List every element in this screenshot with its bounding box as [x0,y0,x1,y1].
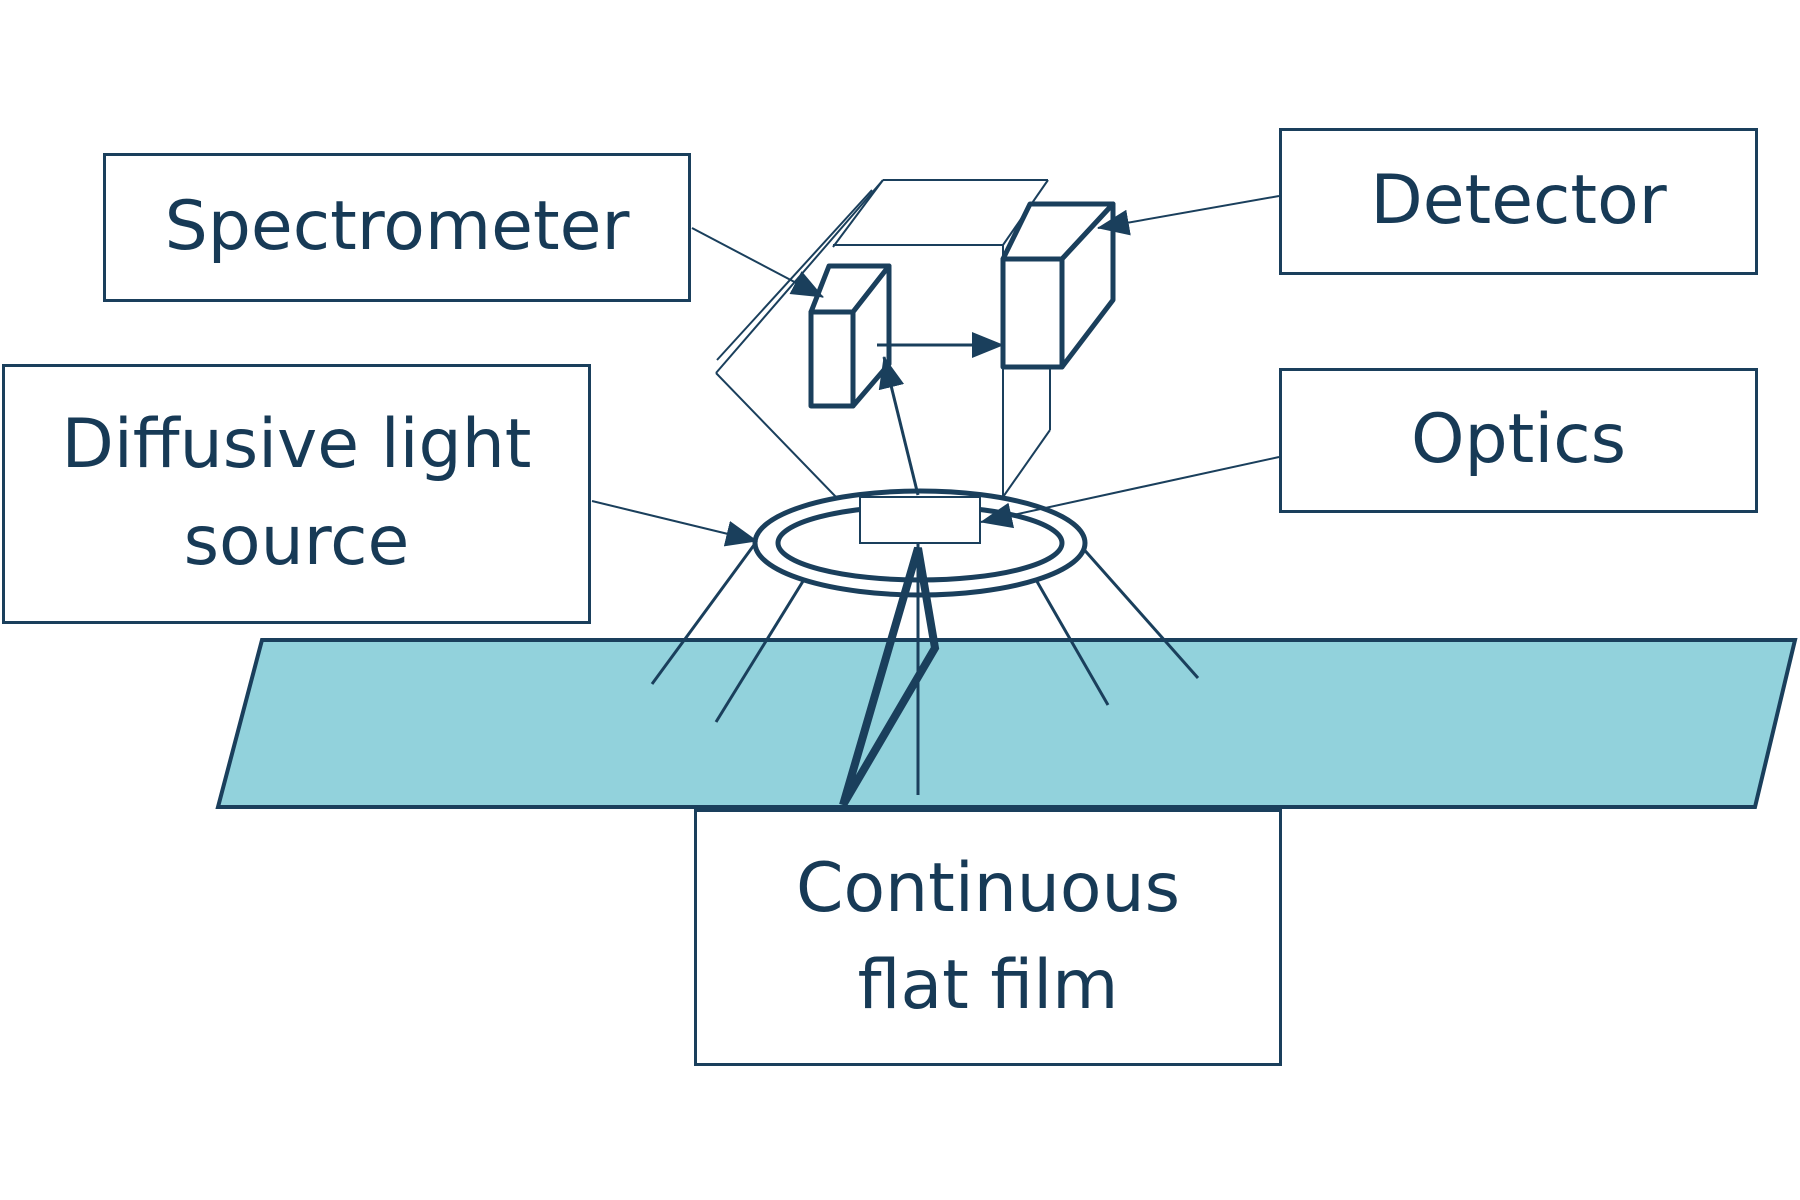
measurement-beam [839,546,940,808]
spectrometer-block [808,263,892,409]
spectrometer-label-box: Spectrometer [103,153,691,302]
flat-film [215,638,1798,809]
optics-to-spectrometer-arrow [878,356,920,496]
diffuse-light-rays [650,529,1200,723]
detector-label: Detector [1370,161,1667,241]
light-ray-1 [650,529,767,685]
light-ray-3 [1033,577,1110,706]
continuous-flat-film-label-line1: Continuous [795,848,1181,928]
continuous-flat-film-label-line2: flat film [857,945,1119,1025]
detector-block [1000,201,1116,370]
spectrometer-leader [691,227,824,298]
continuous-flat-film-label-box: Continuous flat film [694,809,1282,1066]
leader-lines [591,195,1280,547]
diffusive-light-source-label-line1: Diffusive light [61,405,532,485]
light-ray-2 [714,577,807,723]
optics-element [859,496,981,544]
diffusive-light-source-label-line2: source [183,502,410,581]
spectrometer-label: Spectrometer [164,187,630,267]
detector-leader [1097,195,1280,236]
detector-label-box: Detector [1279,128,1758,275]
diffusive-light-source-label-box: Diffusive light source [2,364,591,624]
optics-leader [980,456,1280,529]
optics-label-box: Optics [1279,368,1758,513]
diffusive-light-leader [591,500,758,547]
optics-label: Optics [1410,400,1627,480]
light-ray-4 [1078,544,1200,679]
